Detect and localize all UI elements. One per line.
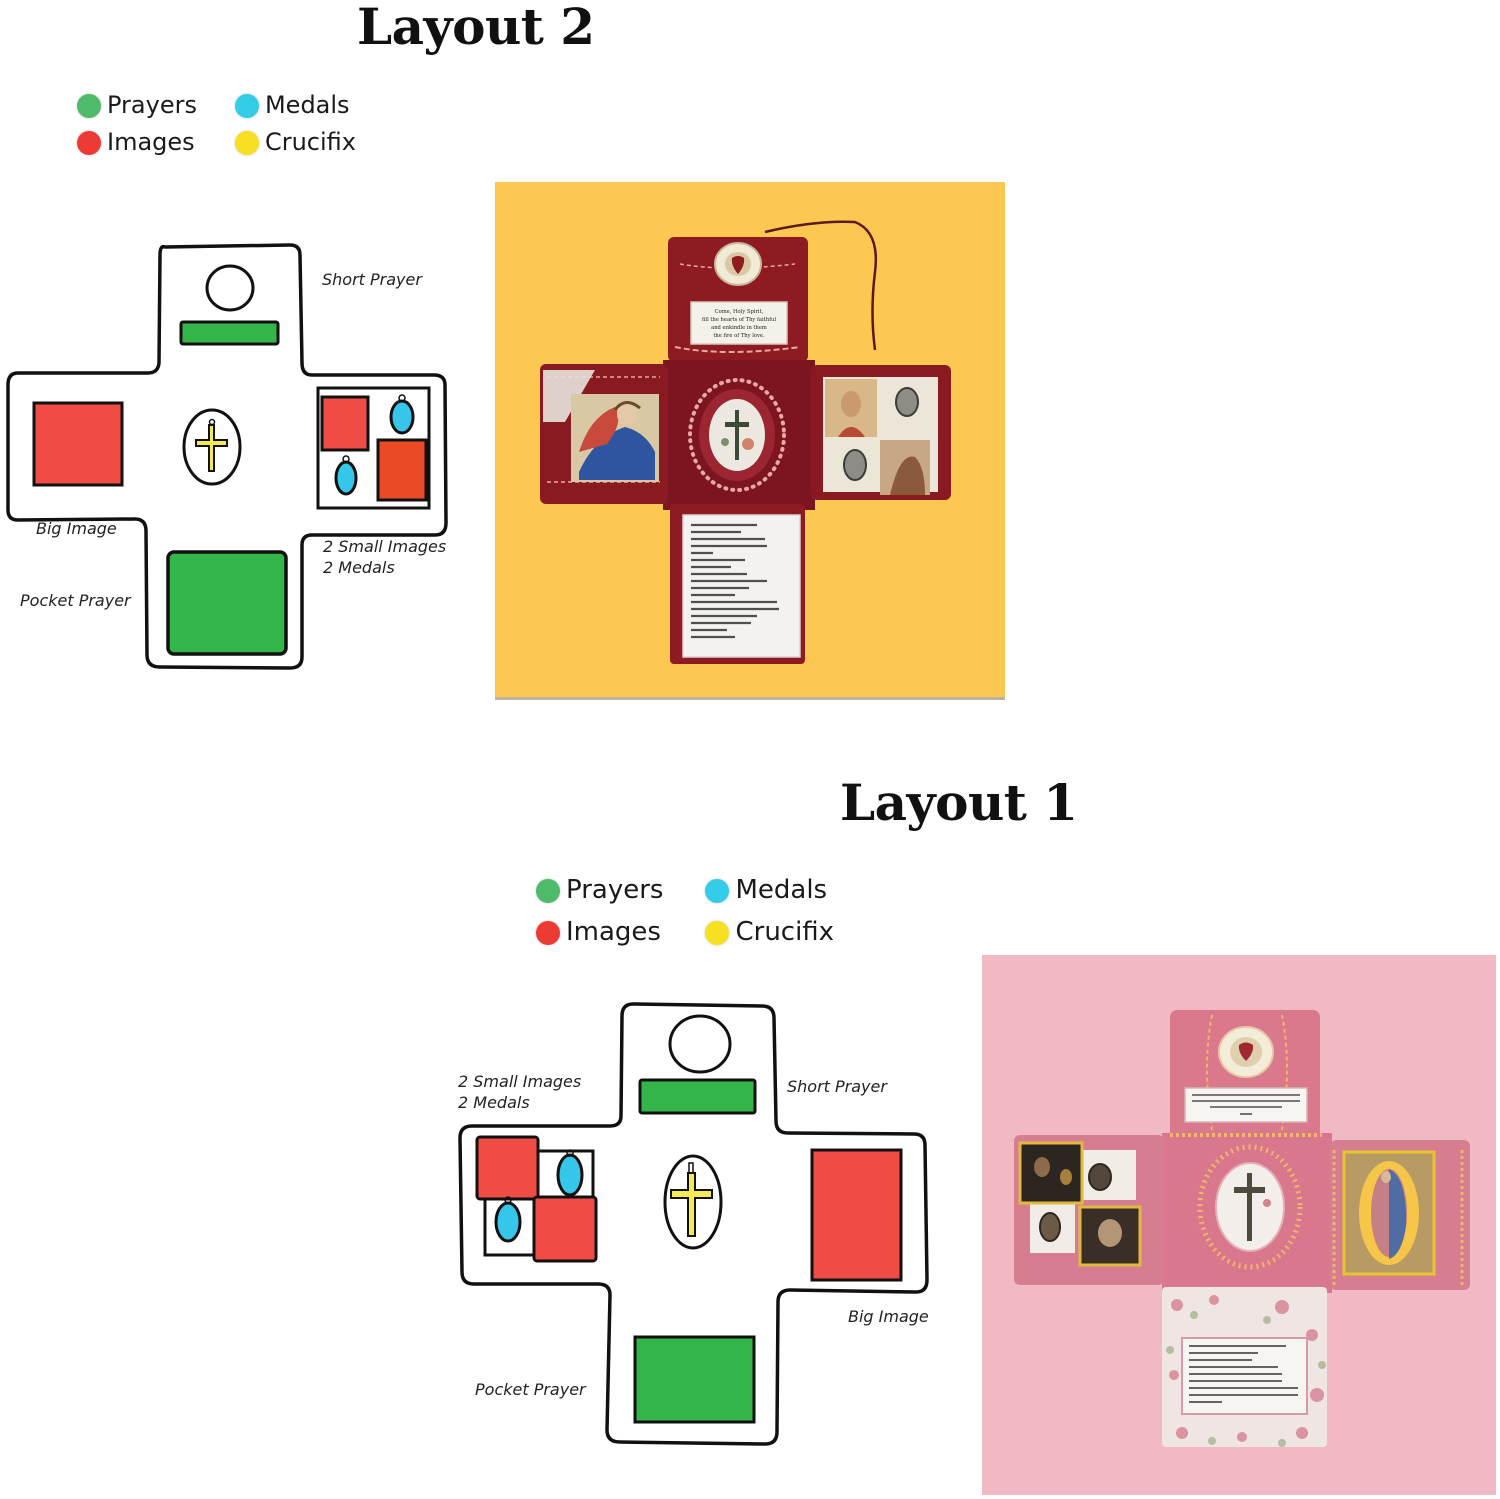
legend-item-crucifix: Crucifix <box>705 916 834 950</box>
short-prayer-line: Come, Holy Spirit, <box>715 309 764 315</box>
legend-item-prayers: Prayers <box>536 874 663 908</box>
legend-item-prayers: Prayers <box>77 90 197 121</box>
legend-label: Crucifix <box>264 128 356 157</box>
sacred-heart-medallion <box>1218 1026 1274 1078</box>
label-short-prayer: Short Prayer <box>322 270 423 289</box>
legend-item-images: Images <box>536 916 663 950</box>
legend-label: Crucifix <box>735 916 835 947</box>
pocket-prayer-card <box>1181 1337 1308 1415</box>
label-small-images: 2 Small Images <box>323 537 446 556</box>
images-color-dot <box>77 130 101 155</box>
medal-icon <box>843 449 867 481</box>
legend-label: Images <box>566 916 661 947</box>
label-medals: 2 Medals <box>458 1093 530 1112</box>
legend-item-medals: Medals <box>234 90 356 121</box>
big-image-slot <box>32 401 124 487</box>
legend-label: Medals <box>264 91 350 119</box>
layout-1-legend: Prayers Medals Images Crucifix <box>536 874 834 950</box>
madonna-image <box>543 370 659 482</box>
hanging-cord <box>764 220 878 351</box>
medal-icon <box>334 455 358 496</box>
short-prayer-slot <box>638 1078 757 1115</box>
saint-image-1 <box>1018 1141 1084 1205</box>
small-image-slot-1 <box>320 395 370 452</box>
short-prayer-line: and enkindle in them <box>711 325 767 331</box>
short-prayer-line: fill the hearts of Thy faithful <box>702 317 776 323</box>
crucifix-color-dot <box>234 130 259 155</box>
short-prayer-card <box>1184 1087 1308 1123</box>
medals-color-dot <box>705 878 730 903</box>
short-prayer-card: Come, Holy Spirit, fill the hearts of Th… <box>690 301 788 345</box>
small-image-slot-2 <box>532 1195 598 1263</box>
medal-icon <box>556 1149 584 1197</box>
layout-2-legend: Prayers Medals Images Crucifix <box>77 90 356 158</box>
pocket-prayer-slot <box>633 1335 756 1424</box>
crucifix-icon <box>670 1162 713 1237</box>
layout-1-title: Layout 1 <box>840 773 1078 832</box>
legend-label: Medals <box>735 875 828 905</box>
crucifix-medallion <box>1197 1144 1303 1270</box>
layout-2-diagram: Short Prayer Big Image 2 Small Images 2 … <box>0 235 470 690</box>
small-image-slot-1 <box>475 1135 540 1201</box>
label-pocket-prayer: Pocket Prayer <box>20 591 132 610</box>
medal-icon <box>1088 1163 1112 1191</box>
pocket-prayer-card <box>682 514 801 658</box>
label-big-image: Big Image <box>36 519 117 538</box>
big-image-slot <box>810 1148 903 1282</box>
medal-icon <box>494 1196 522 1243</box>
pocket-prayer-slot <box>166 550 288 656</box>
label-medals: 2 Medals <box>323 558 395 577</box>
crucifix-color-dot <box>705 920 730 945</box>
images-color-dot <box>536 920 560 945</box>
legend-label: Prayers <box>566 875 664 905</box>
legend-item-images: Images <box>77 127 197 158</box>
guadalupe-image <box>1342 1150 1436 1276</box>
medallion-circle <box>668 1014 732 1074</box>
small-images-group <box>1018 1141 1142 1267</box>
short-prayer-slot <box>179 320 280 346</box>
legend-item-medals: Medals <box>705 874 834 908</box>
medals-color-dot <box>234 93 259 118</box>
layout-1-diagram: 2 Small Images 2 Medals Short Prayer Big… <box>440 990 960 1480</box>
small-images-group <box>823 377 938 495</box>
medal-icon <box>1039 1212 1061 1242</box>
label-big-image: Big Image <box>848 1307 929 1326</box>
prayers-color-dot <box>77 93 101 118</box>
layout-2-photo: Come, Holy Spirit, fill the hearts of Th… <box>495 182 1005 700</box>
legend-label: Images <box>107 128 195 157</box>
legend-item-crucifix: Crucifix <box>234 127 356 158</box>
prayers-color-dot <box>536 878 560 903</box>
label-pocket-prayer: Pocket Prayer <box>475 1380 587 1399</box>
small-image-slot-2 <box>376 438 428 502</box>
medallion-circle <box>205 264 255 312</box>
short-prayer-line: the fire of Thy love. <box>713 333 765 339</box>
label-small-images: 2 Small Images <box>458 1072 581 1091</box>
layout-2-title: Layout 2 <box>357 0 595 56</box>
medal-icon <box>895 387 919 417</box>
label-short-prayer: Short Prayer <box>787 1077 888 1096</box>
medal-icon <box>389 394 415 435</box>
crucifix-icon <box>195 418 228 472</box>
sacred-heart-medallion <box>714 242 762 286</box>
legend-label: Prayers <box>107 91 197 119</box>
layout-1-photo <box>982 955 1496 1495</box>
crucifix-medallion <box>688 378 786 492</box>
